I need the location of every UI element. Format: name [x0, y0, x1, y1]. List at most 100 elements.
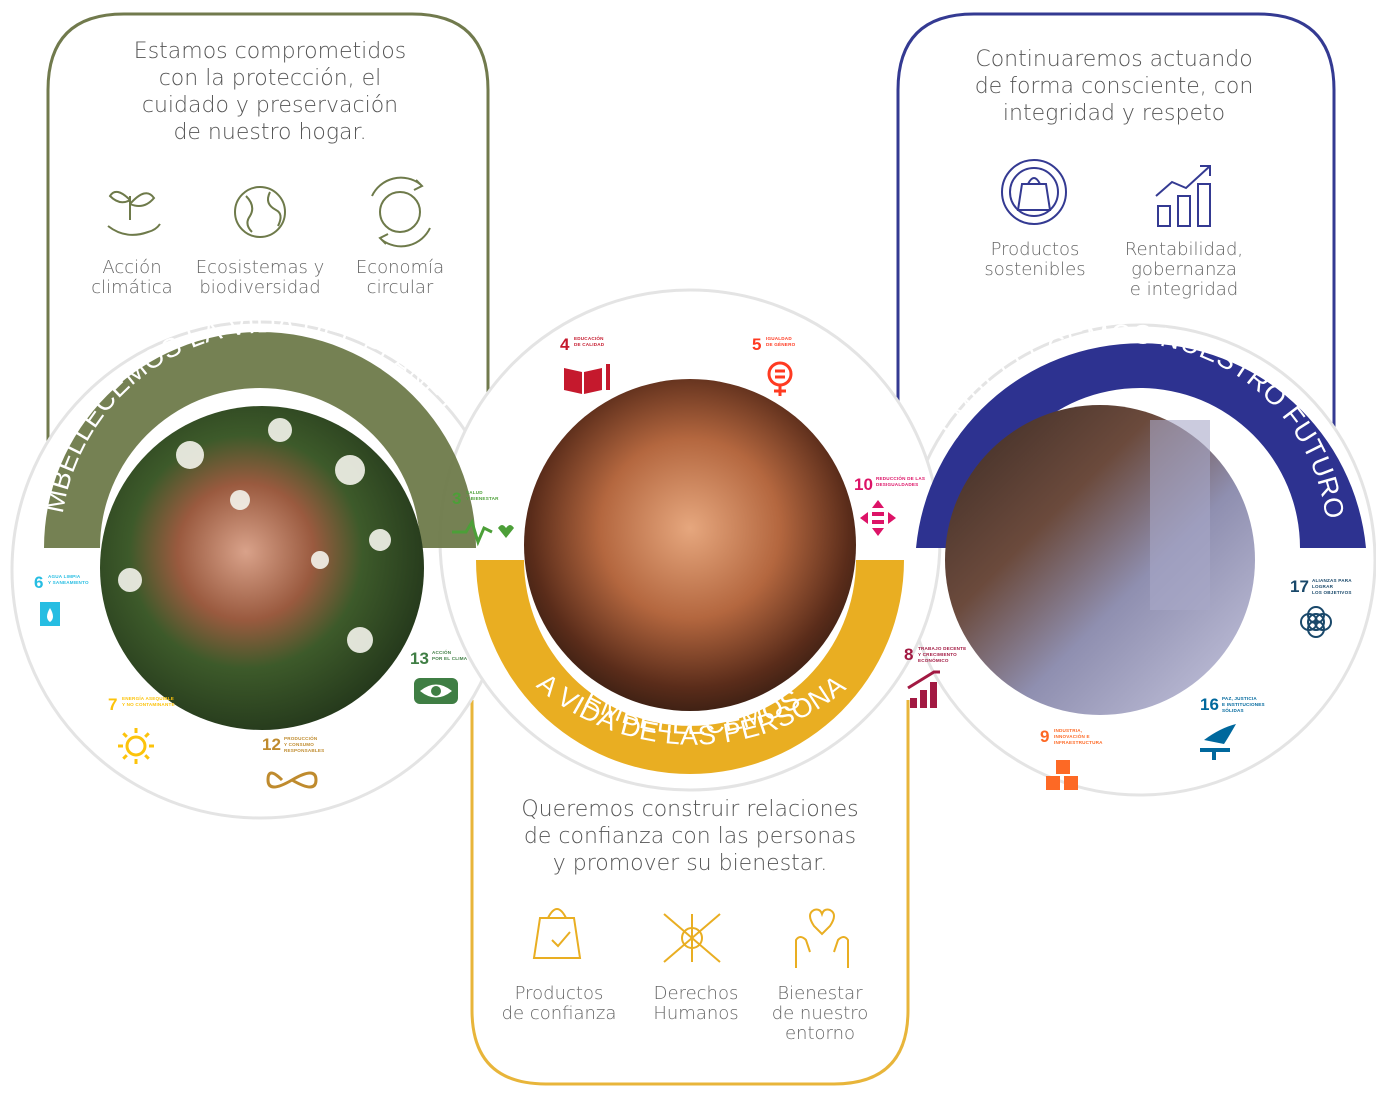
sdg-label: RESPONSABLES — [284, 748, 324, 753]
planet-band — [44, 332, 476, 548]
sdg-label: INDUSTRIA, — [1054, 728, 1082, 733]
planet-intro-line: Estamos comprometidos — [133, 39, 407, 64]
pillar-label-line: Ecosistemas y — [195, 257, 325, 278]
gender-equality-icon — [767, 361, 793, 396]
planet-photo — [100, 406, 424, 730]
sdg-label: ENERGÍA ASEQUIBLE — [122, 694, 174, 701]
eye-globe-icon — [414, 678, 458, 704]
planet-intro-line: cuidado y preservación — [141, 93, 399, 118]
sdg-label: REDUCCIÓN DE LAS — [876, 474, 925, 481]
sdg-number: 4 — [560, 335, 570, 354]
sdg-label: Y SANEAMIENTO — [48, 580, 89, 585]
future-intro-line: integridad y respeto — [1002, 101, 1226, 126]
sdg-label: IGUALDAD — [766, 336, 792, 341]
pillar-label-accion-climatica: Acción climática — [74, 258, 190, 298]
pillar-label-rentabilidad: Rentabilidad, gobernanza e integridad — [1114, 240, 1254, 300]
sdg-label: Y NO CONTAMINANTE — [122, 702, 175, 707]
people-intro-line: y promover su bienestar. — [552, 851, 828, 876]
pillar-label-productos-sostenibles: Productos sostenibles — [970, 240, 1100, 280]
pillar-label-bienestar: Bienestar de nuestro entorno — [760, 984, 880, 1044]
people-frame — [470, 700, 910, 1086]
sdg-label: AGUA LIMPIA — [48, 574, 81, 579]
sdg-label: LOGRAR — [1312, 584, 1334, 589]
people-photo — [524, 379, 856, 711]
sdg-number: 12 — [262, 735, 281, 754]
partnership-rings-icon — [1300, 606, 1332, 638]
sdg-number: 8 — [904, 645, 913, 664]
sdg-number: 10 — [854, 475, 873, 494]
heartbeat-icon — [452, 518, 514, 547]
planet-photo-flowers — [118, 418, 391, 653]
sdg-label: INFRAESTRUCTURA — [1054, 740, 1103, 745]
pillar-label-line: Productos — [990, 239, 1080, 260]
planet-intro: Estamos comprometidos con la protección,… — [70, 38, 470, 146]
pillar-label-line: Humanos — [653, 1003, 739, 1024]
sdg-label: PRODUCCIÓN — [284, 734, 318, 741]
people-band — [476, 560, 904, 774]
pillar-label-line: entorno — [784, 1023, 856, 1044]
pillar-label-line: Bienestar — [777, 983, 863, 1004]
pillar-label-line: sostenibles — [984, 259, 1086, 280]
future-frame — [896, 12, 1336, 545]
shopping-bag-check-icon — [532, 908, 582, 959]
pillar-label-line: climática — [91, 277, 173, 298]
joined-hands-icon — [663, 913, 721, 963]
sdg-number: 17 — [1290, 577, 1309, 596]
sdg-label: SÓLIDAS — [1222, 706, 1244, 713]
sdg-label: INNOVACIÓN E — [1054, 732, 1090, 739]
sdg-label: ALIANZAS PARA — [1312, 578, 1352, 583]
pillar-label-line: Acción — [102, 257, 162, 278]
growth-chart-icon — [1155, 165, 1211, 227]
dove-icon — [1200, 724, 1236, 760]
sdg-label: ACCIÓN — [432, 648, 452, 655]
sdg-label: Y CRECIMIENTO — [918, 652, 957, 657]
sdg-label: Y BIENESTAR — [466, 496, 499, 501]
plant-hand-icon — [107, 190, 161, 236]
pillar-label-line: gobernanza — [1131, 259, 1237, 280]
future-intro-line: Continuaremos actuando — [975, 47, 1253, 72]
sdg-label: EDUCACIÓN — [574, 334, 604, 341]
pillar-label-line: de nuestro — [771, 1003, 869, 1024]
reduced-inequalities-icon — [860, 500, 896, 536]
planet-frame — [46, 12, 490, 548]
pillar-label-economia-circular: Economía circular — [340, 258, 460, 298]
infinity-icon — [266, 771, 318, 789]
water-drop-icon — [40, 602, 60, 626]
sdg-number: 7 — [108, 695, 117, 714]
sdg-number: 6 — [34, 573, 43, 592]
sdg-label: LOS OBJETIVOS — [1312, 590, 1352, 595]
pillar-label-derechos-humanos: Derechos Humanos — [636, 984, 756, 1024]
planet-intro-line: de nuestro hogar. — [173, 120, 367, 145]
pillar-label-productos-confianza: Productos de confianza — [494, 984, 624, 1024]
future-photo-blinds — [1150, 420, 1210, 610]
pillar-label-line: Rentabilidad, — [1124, 239, 1244, 260]
pillar-label-line: biodiversidad — [199, 277, 321, 298]
sdg-number: 9 — [1040, 727, 1049, 746]
future-intro-line: de forma consciente, con — [974, 74, 1254, 99]
sdg-label: DESIGUALDADES — [876, 482, 918, 487]
sdg-label: ECONÓMICO — [918, 656, 949, 663]
sdg-label: PAZ, JUSTICIA — [1222, 696, 1257, 701]
sdg-label: SALUD — [466, 490, 483, 495]
book-icon — [564, 364, 610, 394]
sustainable-bag-icon — [1001, 159, 1067, 225]
planet-intro-line: con la protección, el — [158, 66, 382, 91]
future-band — [916, 343, 1366, 548]
sdg-number: 3 — [452, 489, 461, 508]
people-intro-line: Queremos construir relaciones — [521, 797, 859, 822]
sdg-number: 13 — [410, 649, 429, 668]
people-intro: Queremos construir relaciones de confian… — [490, 796, 890, 877]
growth-bars-icon — [907, 670, 940, 708]
sdg-label: DE CALIDAD — [574, 342, 605, 347]
pillar-label-line: de confianza — [501, 1003, 617, 1024]
